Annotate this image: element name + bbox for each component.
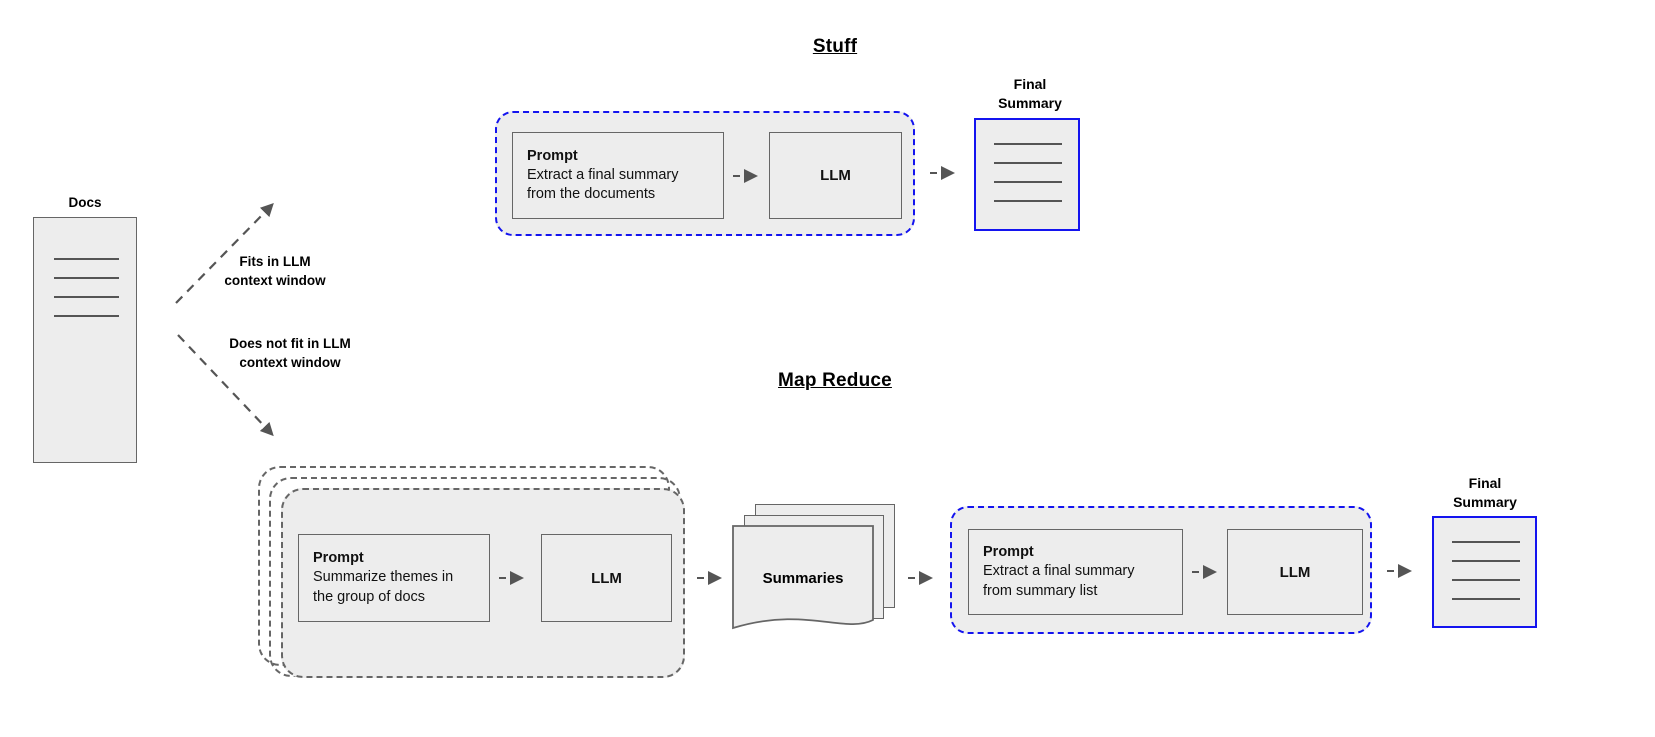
arrow-reduce-prompt-to-llm <box>1192 565 1218 579</box>
arrow-head-icon <box>510 571 524 585</box>
final-summary-line-3 <box>994 181 1062 183</box>
reduce-prompt-heading: Prompt <box>983 543 1034 560</box>
docs-line-1 <box>54 258 119 260</box>
stuff-prompt-text: Prompt Extract a final summary from the … <box>527 146 717 204</box>
map-prompt-box[interactable]: Prompt Summarize themes in the group of … <box>298 534 490 622</box>
arrow-stem <box>930 172 937 174</box>
stuff-prompt-heading: Prompt <box>527 147 578 164</box>
branch-label-does-not-fit: Does not fit in LLM context window <box>195 335 385 373</box>
stuff-final-caption-line2: Summary <box>998 94 1062 111</box>
section-title-map-reduce: Map Reduce <box>778 370 892 391</box>
branch-fits-line2: context window <box>224 272 326 288</box>
final-summary-line-2 <box>994 162 1062 164</box>
branch-nofit-line1: Does not fit in LLM <box>229 336 351 351</box>
arrow-head-icon <box>1203 565 1217 579</box>
docs-line-3 <box>54 296 119 298</box>
stuff-prompt-line1: Extract a final summary <box>527 166 679 183</box>
arrow-map-to-summaries <box>697 571 723 585</box>
summaries-sheet-mid <box>744 515 884 619</box>
branch-nofit-line2: context window <box>239 354 341 370</box>
map-group-stack-layer-1[interactable]: Prompt Summarize themes in the group of … <box>281 488 685 678</box>
reduce-llm-group[interactable]: Prompt Extract a final summary from summ… <box>950 506 1372 634</box>
final-summary-line-4 <box>994 200 1062 202</box>
arrow-head-icon <box>1398 564 1412 578</box>
stuff-final-summary-box[interactable] <box>974 118 1080 231</box>
final-summary-line-1 <box>1452 541 1520 543</box>
final-summary-line-4 <box>1452 598 1520 600</box>
summaries-label: Summaries <box>762 570 844 587</box>
arrow-stem <box>908 577 915 579</box>
final-summary-line-3 <box>1452 579 1520 581</box>
map-prompt-heading: Prompt <box>313 549 364 566</box>
reduce-prompt-line1: Extract a final summary <box>983 563 1135 580</box>
arrow-stem <box>697 577 704 579</box>
arrow-stuff-group-to-final <box>930 166 956 180</box>
arrow-stem <box>1387 570 1394 572</box>
stuff-final-summary-caption: Final Summary <box>963 75 1097 113</box>
docs-line-4 <box>54 315 119 317</box>
map-prompt-line1: Summarize themes in <box>313 569 454 586</box>
arrow-map-prompt-to-llm <box>499 571 525 585</box>
final-summary-line-1 <box>994 143 1062 145</box>
map-llm-label: LLM <box>591 569 622 587</box>
map-llm-box[interactable]: LLM <box>541 534 672 622</box>
section-title-stuff: Stuff <box>812 36 858 57</box>
stuff-llm-box[interactable]: LLM <box>769 132 902 219</box>
docs-line-2 <box>54 277 119 279</box>
arrow-summaries-to-reduce <box>908 571 934 585</box>
stuff-prompt-line2: from the documents <box>527 186 656 203</box>
arrow-reduce-to-final <box>1387 564 1413 578</box>
mapreduce-final-summary-caption: Final Summary <box>1418 474 1552 512</box>
stuff-llm-label: LLM <box>820 167 851 184</box>
reduce-prompt-box[interactable]: Prompt Extract a final summary from summ… <box>968 529 1183 615</box>
final-summary-line-2 <box>1452 560 1520 562</box>
stuff-final-caption-line1: Final <box>1013 76 1047 92</box>
mapreduce-final-summary-box[interactable] <box>1432 516 1537 628</box>
reduce-prompt-line2: from summary list <box>983 582 1098 599</box>
docs-box[interactable] <box>33 217 137 463</box>
map-prompt-text: Prompt Summarize themes in the group of … <box>313 549 483 607</box>
docs-label: Docs <box>68 195 102 210</box>
arrow-stem <box>499 577 506 579</box>
arrow-head-icon <box>919 571 933 585</box>
map-prompt-line2: the group of docs <box>313 588 426 605</box>
arrow-head-icon <box>708 571 722 585</box>
stuff-llm-group[interactable]: Prompt Extract a final summary from the … <box>495 111 915 236</box>
mr-final-caption-line1: Final <box>1468 475 1502 491</box>
arrow-stem <box>733 175 740 177</box>
reduce-llm-label: LLM <box>1279 563 1311 581</box>
branch-fits-line1: Fits in LLM <box>239 254 311 269</box>
reduce-prompt-text: Prompt Extract a final summary from summ… <box>983 543 1176 601</box>
reduce-llm-box[interactable]: LLM <box>1227 529 1363 615</box>
arrow-stem <box>1192 571 1199 573</box>
mr-final-caption-line2: Summary <box>1453 493 1517 510</box>
arrow-head-icon <box>941 166 955 180</box>
arrow-stuff-prompt-to-llm <box>733 169 759 183</box>
stuff-prompt-box[interactable]: Prompt Extract a final summary from the … <box>512 132 724 219</box>
arrow-head-icon <box>744 169 758 183</box>
branch-label-fits: Fits in LLM context window <box>195 253 355 291</box>
